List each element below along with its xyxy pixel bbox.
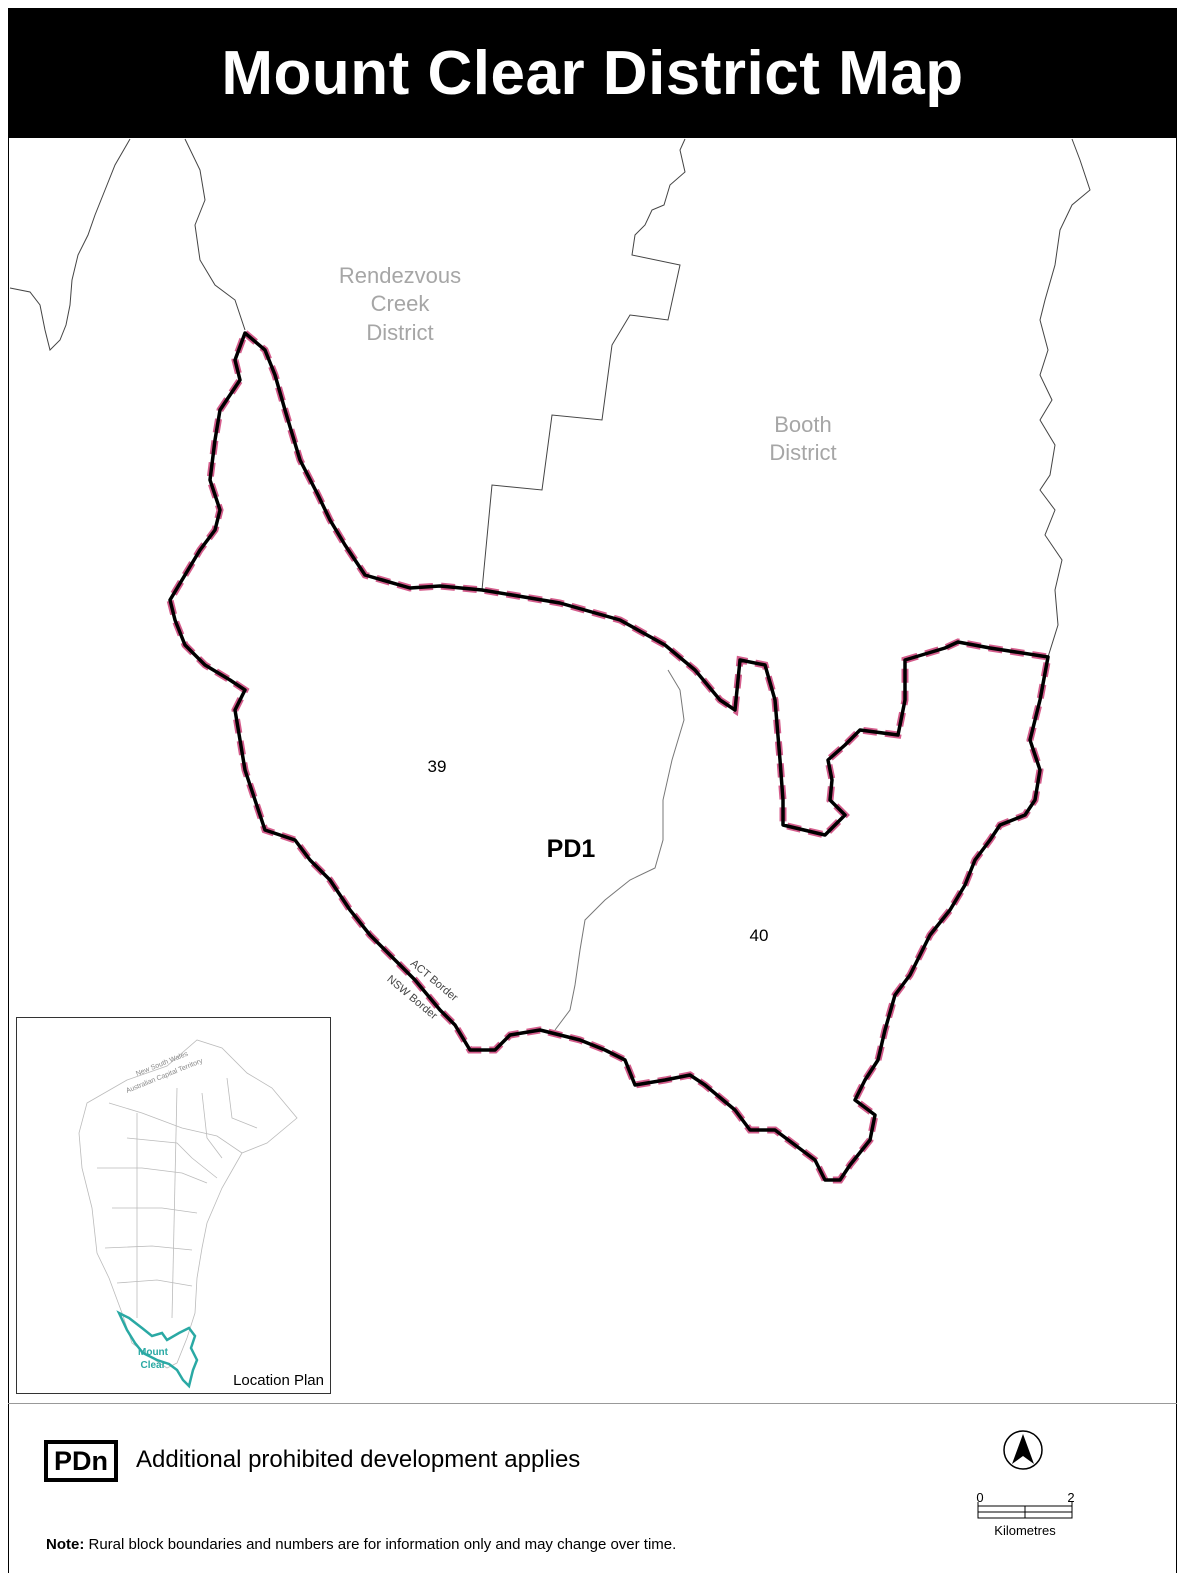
pdn-legend-text: Additional prohibited development applie…: [136, 1446, 581, 1473]
note-text: Rural block boundaries and numbers are f…: [84, 1536, 677, 1553]
scale-max: 2: [1067, 1490, 1074, 1505]
title-bar: Mount Clear District Map: [8, 8, 1177, 138]
location-plan-caption: Location Plan: [233, 1372, 324, 1389]
location-plan-map: New South Wales Australian Capital Terri…: [78, 1039, 298, 1389]
legend-divider: [8, 1403, 1177, 1404]
map-canvas: Rendezvous Creek District Booth District…: [9, 138, 1091, 1184]
rendezvous-label-line2: Creek: [371, 291, 431, 316]
district-boundary: [168, 331, 1050, 1182]
booth-label-line1: Booth: [774, 412, 832, 437]
block-divider: [554, 669, 685, 1031]
scale-min: 0: [976, 1490, 983, 1505]
scale-unit: Kilometres: [994, 1523, 1056, 1538]
footer-note: Note: Rural block boundaries and numbers…: [46, 1536, 676, 1553]
rendezvous-west-boundary: [184, 138, 246, 331]
scale-bar: 0 2 Kilometres: [970, 1488, 1080, 1548]
rendezvous-label-line1: Rendezvous: [339, 263, 461, 288]
block-39-label: 39: [428, 757, 447, 776]
map-frame: [8, 8, 1177, 1573]
inset-mount-label: Mount: [138, 1347, 169, 1358]
pdn-legend-badge: PDn: [44, 1440, 118, 1482]
location-plan-inset: New South Wales Australian Capital Terri…: [16, 1017, 331, 1394]
north-arrow-icon: [1003, 1430, 1043, 1470]
rendezvous-booth-boundary: [481, 138, 686, 591]
inset-clear-label: Clear: [140, 1360, 165, 1371]
booth-east-boundary: [1039, 138, 1091, 658]
pd1-label: PD1: [547, 835, 596, 863]
note-prefix: Note:: [46, 1536, 85, 1553]
map-title: Mount Clear District Map: [221, 38, 964, 108]
rendezvous-label-line3: District: [366, 320, 433, 345]
block-40-label: 40: [750, 926, 769, 945]
west-boundary: [9, 138, 131, 351]
booth-label-line2: District: [769, 440, 836, 465]
inset-mount-clear-highlight: [116, 1310, 199, 1389]
